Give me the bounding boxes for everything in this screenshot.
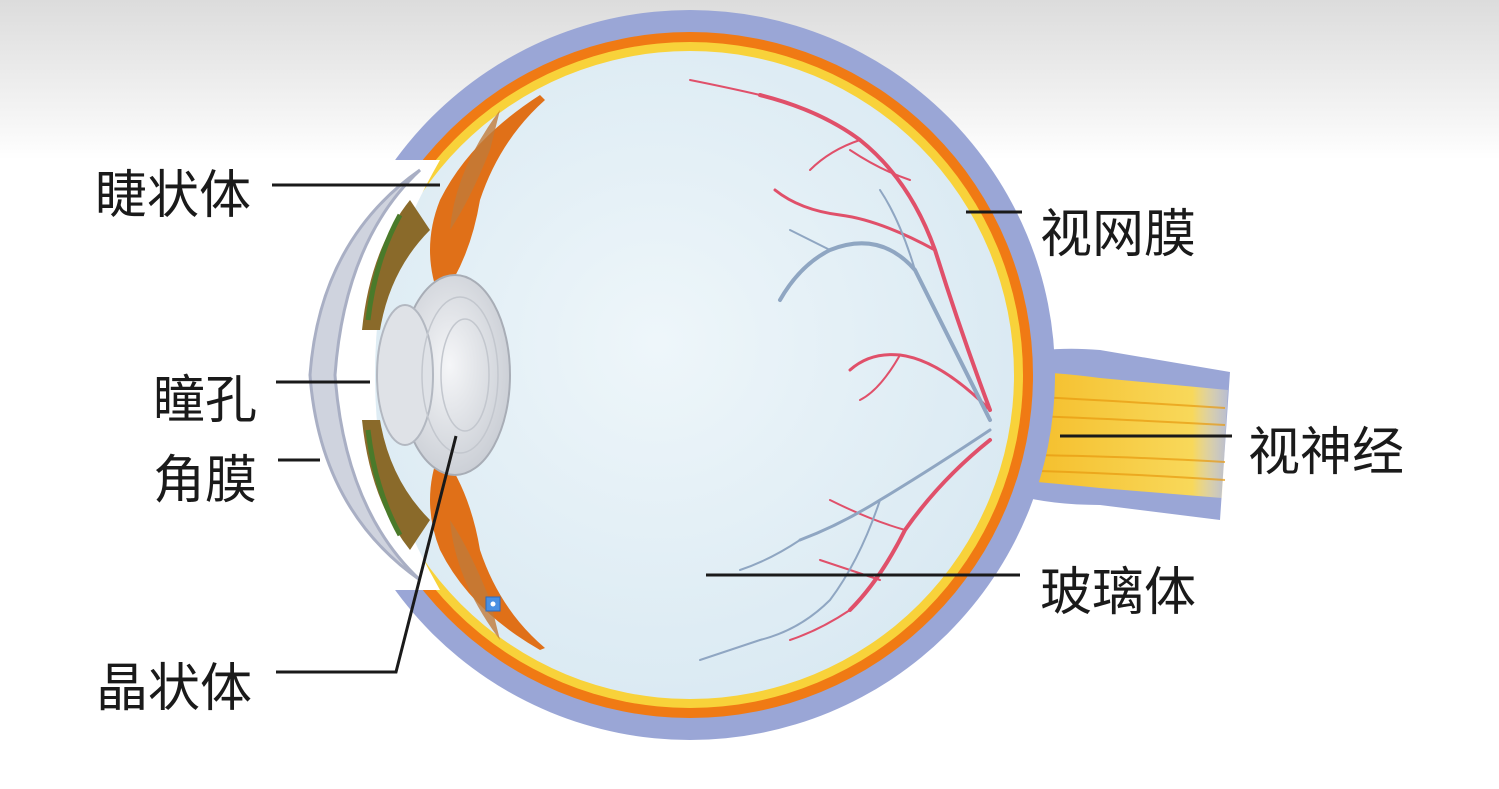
marker-dot	[490, 601, 496, 607]
lens-rings	[421, 296, 499, 454]
retinal-veins	[699, 189, 992, 661]
label-cornea: 角膜	[153, 451, 257, 511]
label-retina: 视网膜	[1040, 205, 1196, 265]
label-lens: 晶状体	[96, 659, 252, 719]
vitreous-body	[366, 51, 1014, 699]
retinal-arteries	[689, 79, 992, 641]
ciliary-body-lower	[430, 450, 545, 650]
iris-pigment	[365, 213, 403, 321]
zonule-fibers	[450, 110, 500, 230]
lens-leader	[276, 435, 458, 674]
ciliary-body	[430, 95, 545, 300]
label-optic-nerve: 视神经	[1248, 423, 1404, 483]
label-pupil: 瞳孔	[153, 371, 257, 431]
label-vitreous-body: 玻璃体	[1040, 563, 1196, 623]
lens-front	[376, 304, 434, 446]
iris-pigment-lower	[365, 429, 403, 537]
anterior-chamber-background	[300, 160, 440, 590]
iris-lower	[362, 420, 430, 550]
label-ciliary-body: 睫状体	[95, 166, 251, 226]
iris-upper	[362, 200, 430, 330]
